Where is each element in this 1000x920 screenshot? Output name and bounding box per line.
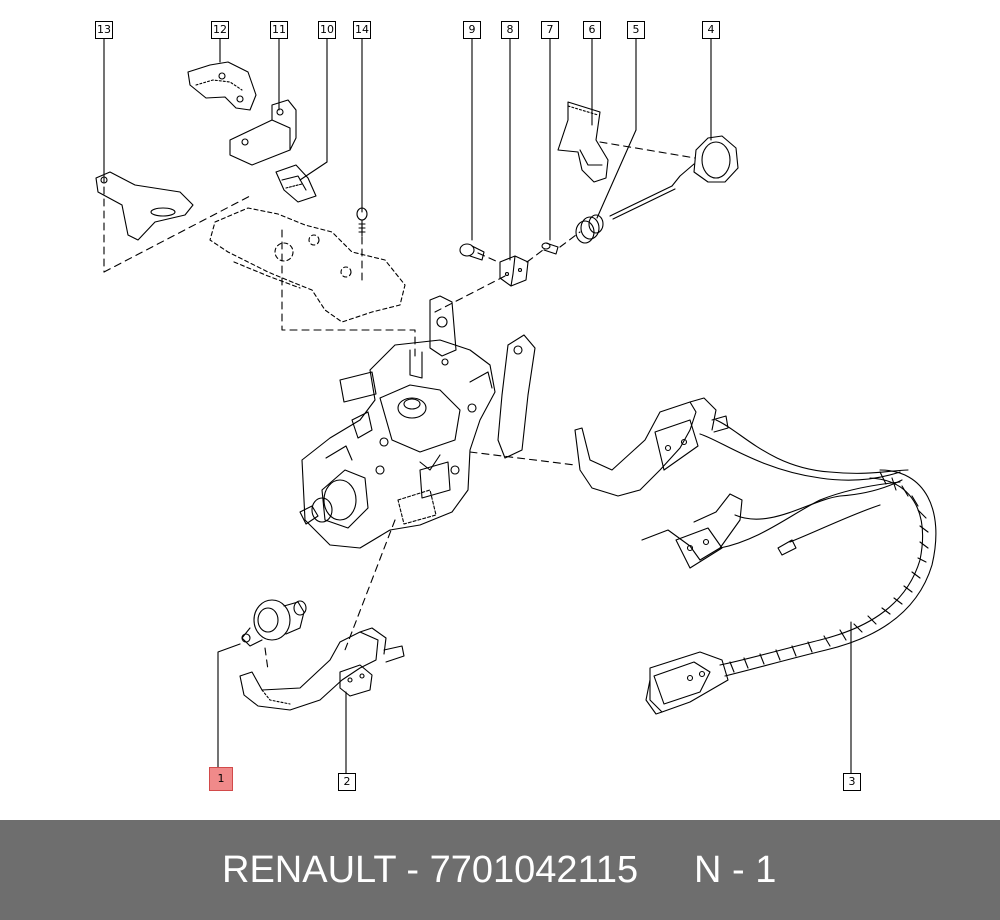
part-12-plate <box>187 61 257 111</box>
part-5-grommet <box>575 214 604 244</box>
callout-8: 8 <box>501 21 519 39</box>
callout-10: 10 <box>318 21 336 39</box>
callout-4: 4 <box>702 21 720 39</box>
part-9-screw <box>459 243 485 261</box>
quantity-label: N - 1 <box>694 849 777 891</box>
leader-lines <box>103 36 852 777</box>
part-14-screw <box>356 207 368 237</box>
callout-12: 12 <box>211 21 229 39</box>
callout-3: 3 <box>843 773 861 791</box>
callout-6: 6 <box>583 21 601 39</box>
part-8-block <box>499 255 529 287</box>
exploded-parts-diagram <box>95 36 937 777</box>
callout-5: 5 <box>627 21 645 39</box>
part-7-pin <box>541 242 559 255</box>
part-1-sensor <box>241 599 307 647</box>
mounting-plate-outline <box>209 207 406 323</box>
part-10-clip <box>275 164 317 203</box>
part-4-actuator <box>609 135 739 220</box>
part-3-wiring-harness <box>574 397 937 715</box>
part-6-clip <box>557 101 609 183</box>
part-2-switch-bracket <box>239 627 405 711</box>
callout-7: 7 <box>541 21 559 39</box>
part-number-label: RENAULT - 7701042115 <box>222 849 639 891</box>
callout-2: 2 <box>338 773 356 791</box>
callout-11: 11 <box>270 21 288 39</box>
callout-14: 14 <box>353 21 371 39</box>
part-13-bracket <box>95 171 194 241</box>
part-11-support <box>229 99 297 166</box>
callout-1-highlighted: 1 <box>209 767 233 791</box>
callout-9: 9 <box>463 21 481 39</box>
injection-pump <box>299 295 536 549</box>
part-info-footer: RENAULT - 7701042115 N - 1 <box>0 820 1000 920</box>
dashed-leaders <box>103 141 696 671</box>
callout-13: 13 <box>95 21 113 39</box>
